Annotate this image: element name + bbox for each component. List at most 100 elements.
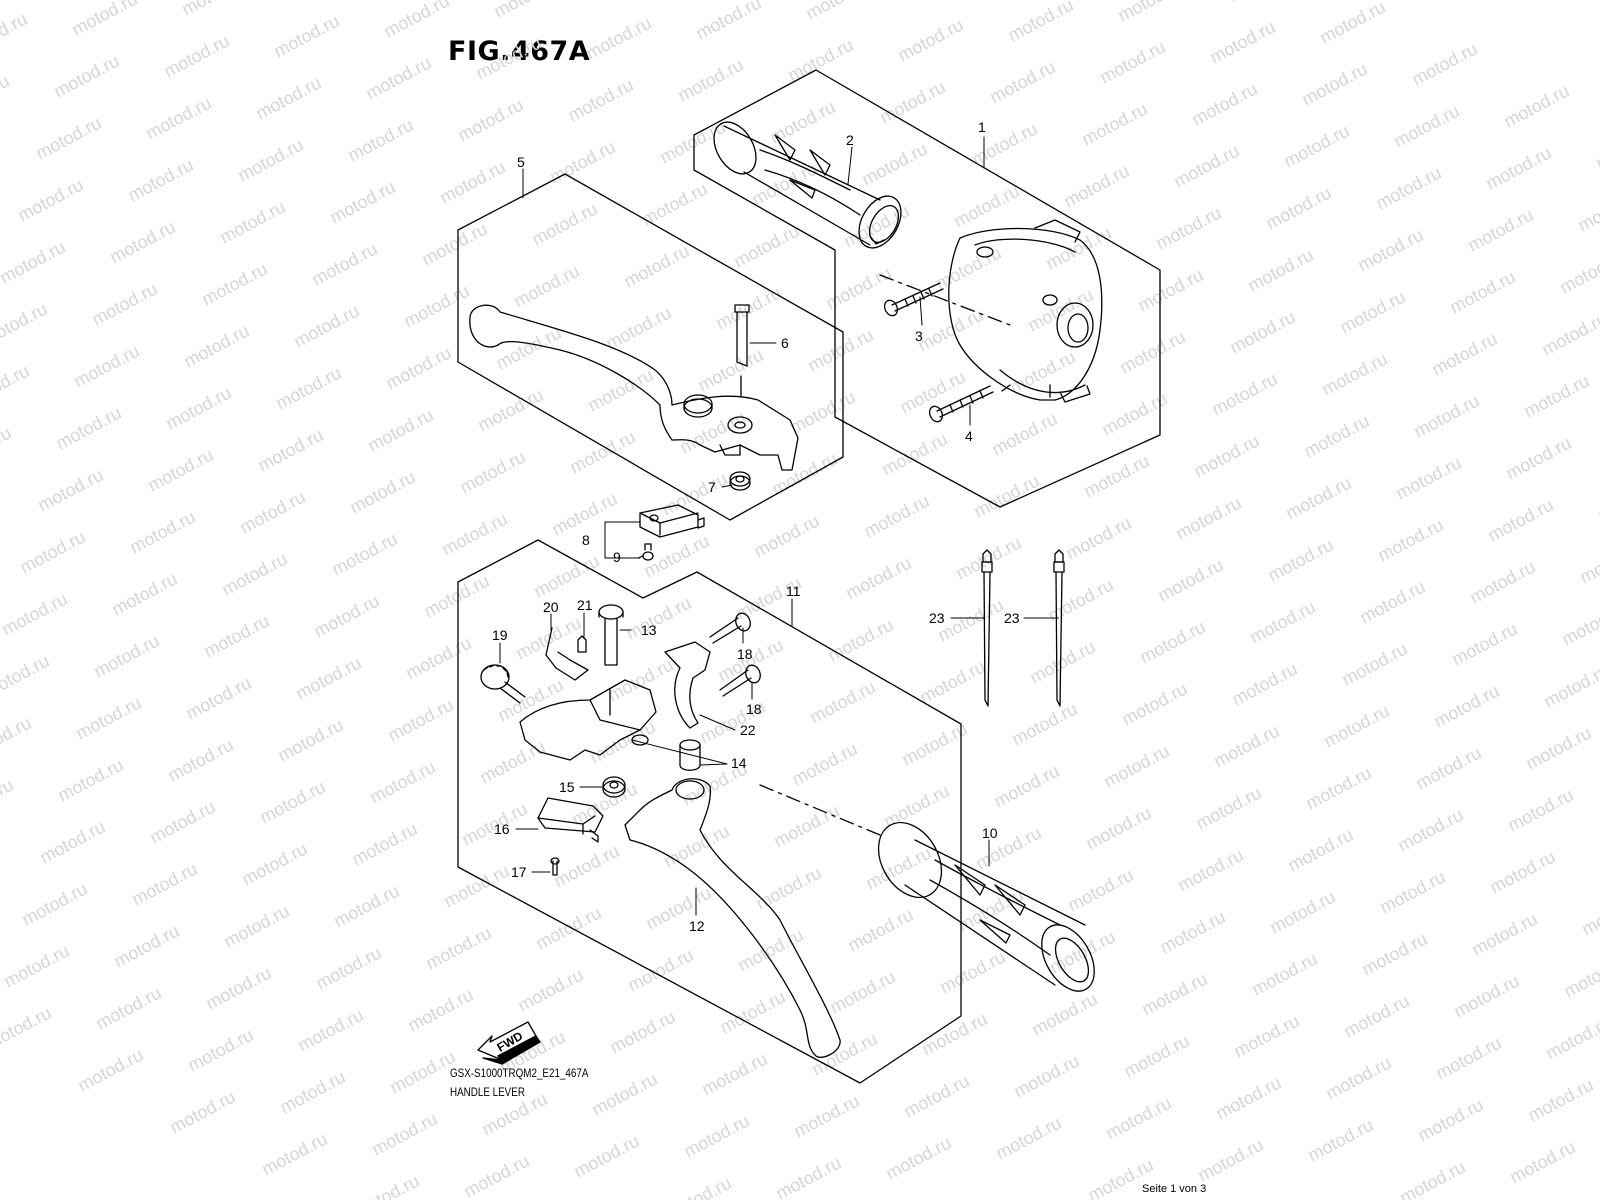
group-name: HANDLE LEVER [450, 1085, 525, 1099]
figure-title: FIG.467A [448, 36, 591, 67]
cap-part-21 [577, 635, 587, 653]
watermark-text: motod.ru [878, 429, 950, 480]
watermark-text: motod.ru [348, 819, 420, 870]
watermark-text: motod.ru [292, 653, 364, 704]
watermark-text: motod.ru [0, 9, 31, 60]
watermark-text: motod.ru [1596, 827, 1600, 878]
watermark-text: motod.ru [1010, 1051, 1082, 1102]
watermark-text: motod.ru [530, 551, 602, 602]
watermark-text: motod.ru [662, 1173, 734, 1200]
watermark-text: motod.ru [1318, 349, 1390, 400]
watermark-text: motod.ru [532, 903, 604, 954]
watermark-text: motod.ru [1194, 1135, 1266, 1186]
watermark-text: motod.ru [164, 735, 236, 786]
watermark-text: motod.ru [1078, 99, 1150, 150]
callout-18a: 18 [737, 646, 753, 662]
watermark-text: motod.ru [362, 53, 434, 104]
watermark-text: motod.ru [1028, 989, 1100, 1040]
watermark-text: motod.ru [0, 299, 51, 350]
watermark-text: motod.ru [344, 115, 416, 166]
watermark-text: motod.ru [1482, 143, 1554, 194]
watermark-text: motod.ru [420, 571, 492, 622]
watermark-text: motod.ru [602, 303, 674, 354]
watermark-text: motod.ru [1412, 743, 1484, 794]
watermark-text: motod.ru [440, 861, 512, 912]
watermark-text: motod.ru [220, 901, 292, 952]
watermark-text: motod.ru [1264, 535, 1336, 586]
watermark-text: motod.ru [16, 527, 88, 578]
adjuster-knob-part-19 [480, 664, 526, 704]
watermark-text: motod.ru [1358, 929, 1430, 980]
watermark-text: motod.ru [366, 757, 438, 808]
watermark-text: motod.ru [330, 881, 402, 932]
watermark-text: motod.ru [1486, 847, 1558, 898]
watermark-text: motod.ru [456, 447, 528, 498]
watermark-text: motod.ru [180, 321, 252, 372]
watermark-text: motod.ru [54, 755, 126, 806]
watermark-text: motod.ru [876, 77, 948, 128]
watermark-text: motod.ru [986, 57, 1058, 108]
watermark-text: motod.ru [1316, 0, 1388, 48]
watermark-text: motod.ru [252, 73, 324, 124]
watermark-text: motod.ru [1212, 1073, 1284, 1124]
watermark-text: motod.ru [52, 403, 124, 454]
callout-11: 11 [786, 583, 801, 599]
clamp-part-22 [664, 641, 711, 729]
callout-6: 6 [781, 335, 789, 351]
watermark-text: motod.ru [1230, 1011, 1302, 1062]
watermark-text: motod.ru [0, 941, 72, 992]
watermark-text: motod.ru [790, 1091, 862, 1142]
watermark-text: motod.ru [1500, 81, 1572, 132]
watermark-text: motod.ru [70, 341, 142, 392]
watermark-text: motod.ru [1428, 329, 1500, 380]
watermark-text: motod.ru [1224, 0, 1296, 6]
cable-tie-part-23-b [1053, 549, 1065, 707]
watermark-text: motod.ru [380, 0, 452, 42]
watermark-text: motod.ru [1432, 1033, 1504, 1084]
watermark-text: motod.ru [1190, 431, 1262, 482]
callout-15: 15 [559, 779, 575, 795]
watermark-text: motod.ru [1120, 1031, 1192, 1082]
watermark-text: motod.ru [346, 467, 418, 518]
watermark-text: motod.ru [36, 817, 108, 868]
watermark-text: motod.ru [1298, 59, 1370, 110]
watermark-text: motod.ru [1188, 79, 1260, 130]
watermark-text: motod.ru [34, 465, 106, 516]
watermark-text: motod.ru [1592, 123, 1600, 174]
watermark-text: motod.ru [1262, 183, 1334, 234]
watermark-text: motod.ru [600, 0, 672, 2]
clutch-lever-part-12 [624, 778, 841, 1058]
watermark-text: motod.ru [1430, 681, 1502, 732]
callout-19: 19 [492, 627, 508, 643]
nut-part-15 [602, 776, 626, 798]
watermark-text: motod.ru [772, 1153, 844, 1200]
watermark-text: motod.ru [384, 695, 456, 746]
watermark-text: motod.ru [1006, 347, 1078, 398]
watermark-text: motod.ru [1064, 865, 1136, 916]
watermark-text: motod.ru [1394, 805, 1466, 856]
watermark-text: motod.ru [274, 715, 346, 766]
page-indicator: Seite 1 von 3 [1142, 1183, 1207, 1195]
watermark-text: motod.ru [658, 469, 730, 520]
watermark-text: motod.ru [936, 947, 1008, 998]
watermark-text: motod.ru [880, 781, 952, 832]
watermark-text: motod.ru [512, 613, 584, 664]
callout-16: 16 [494, 821, 510, 837]
watermark-text: motod.ru [438, 509, 510, 560]
watermark-text: motod.ru [308, 239, 380, 290]
watermark-text: motod.ru [1210, 721, 1282, 772]
watermark-text: motod.ru [770, 801, 842, 852]
watermark-text: motod.ru [0, 1003, 55, 1054]
watermark-text: motod.ru [1208, 369, 1280, 420]
watermark-text: motod.ru [784, 35, 856, 86]
watermark-text: motod.ru [328, 529, 400, 580]
watermark-text: motod.ru [914, 305, 986, 356]
watermark-text: motod.ru [294, 1005, 366, 1056]
watermark-text: motod.ru [1100, 741, 1172, 792]
watermark-text: motod.ru [730, 221, 802, 272]
watermark-text: motod.ru [1304, 1115, 1376, 1166]
watermark-text: motod.ru [1538, 309, 1600, 360]
watermark-text: motod.ru [1392, 453, 1464, 504]
bolt-part-18-b [719, 664, 761, 697]
